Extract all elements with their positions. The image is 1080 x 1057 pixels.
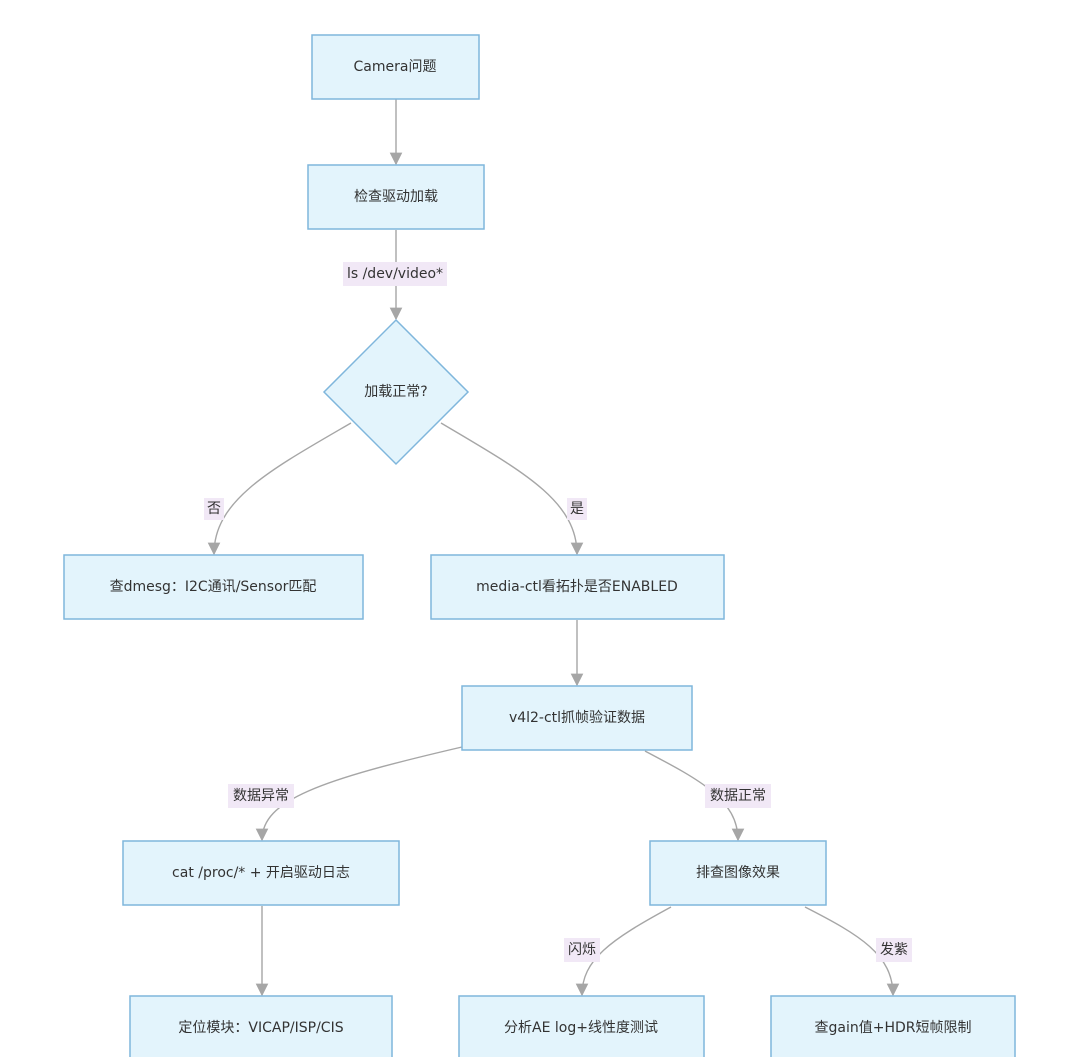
edge-label-yes: 是 <box>567 498 587 520</box>
svg-text:闪烁: 闪烁 <box>568 942 596 958</box>
edge-label-purple: 发紫 <box>876 938 912 962</box>
svg-text:分析AE log+线性度测试: 分析AE log+线性度测试 <box>504 1020 658 1036</box>
edges <box>207 99 900 997</box>
svg-text:数据正常: 数据正常 <box>710 788 766 804</box>
svg-text:media-ctl看拓扑是否ENABLED: media-ctl看拓扑是否ENABLED <box>476 579 678 595</box>
edge-label-ls-dev: ls /dev/video* <box>343 262 447 286</box>
svg-text:发紫: 发紫 <box>880 942 908 958</box>
svg-text:查dmesg：I2C通讯/Sensor匹配: 查dmesg：I2C通讯/Sensor匹配 <box>110 579 317 595</box>
edge-image-effect-to-analyze-ae <box>575 906 672 997</box>
svg-text:v4l2-ctl抓帧验证数据: v4l2-ctl抓帧验证数据 <box>509 710 645 726</box>
svg-text:查gain值+HDR短帧限制: 查gain值+HDR短帧限制 <box>815 1020 972 1036</box>
node-analyze-ae: 分析AE log+线性度测试 <box>458 995 705 1057</box>
svg-text:定位模块：VICAP/ISP/CIS: 定位模块：VICAP/ISP/CIS <box>178 1020 343 1036</box>
svg-text:是: 是 <box>570 501 584 517</box>
svg-text:加载正常?: 加载正常? <box>364 384 427 400</box>
svg-text:cat /proc/* + 开启驱动日志: cat /proc/* + 开启驱动日志 <box>172 865 350 881</box>
svg-text:ls /dev/video*: ls /dev/video* <box>347 266 443 282</box>
svg-text:排查图像效果: 排查图像效果 <box>696 865 780 881</box>
svg-text:数据异常: 数据异常 <box>233 788 289 804</box>
edge-label-flicker: 闪烁 <box>564 938 600 962</box>
edge-v4l2-to-cat-proc <box>255 746 463 842</box>
edge-labels: ls /dev/video* 否 是 数据异常 数据正常 闪烁 发紫 <box>204 262 912 962</box>
node-camera-problem: Camera问题 <box>311 34 480 100</box>
node-cat-proc: cat /proc/* + 开启驱动日志 <box>122 840 400 906</box>
svg-text:检查驱动加载: 检查驱动加载 <box>354 189 438 205</box>
node-media-ctl: media-ctl看拓扑是否ENABLED <box>430 554 725 620</box>
edge-load-ok-to-media-ctl <box>440 422 584 556</box>
edge-image-effect-to-check-gain <box>804 906 900 997</box>
node-image-effect: 排查图像效果 <box>649 840 827 906</box>
node-check-gain: 查gain值+HDR短帧限制 <box>770 995 1016 1057</box>
edge-load-ok-to-dmesg <box>207 422 352 556</box>
node-dmesg: 查dmesg：I2C通讯/Sensor匹配 <box>63 554 364 620</box>
edge-label-data-normal: 数据正常 <box>705 784 771 808</box>
svg-text:Camera问题: Camera问题 <box>354 59 437 75</box>
node-load-ok-decision: 加载正常? <box>322 318 470 466</box>
node-locate-module: 定位模块：VICAP/ISP/CIS <box>129 995 393 1057</box>
edge-label-no: 否 <box>204 498 224 520</box>
node-v4l2-ctl: v4l2-ctl抓帧验证数据 <box>461 685 693 751</box>
nodes: Camera问题 检查驱动加载 加载正常? 查dmesg：I2C通讯/Senso… <box>63 34 1016 1057</box>
node-check-driver: 检查驱动加载 <box>307 164 485 230</box>
edge-label-data-abnormal: 数据异常 <box>228 784 294 808</box>
svg-text:否: 否 <box>207 501 221 517</box>
